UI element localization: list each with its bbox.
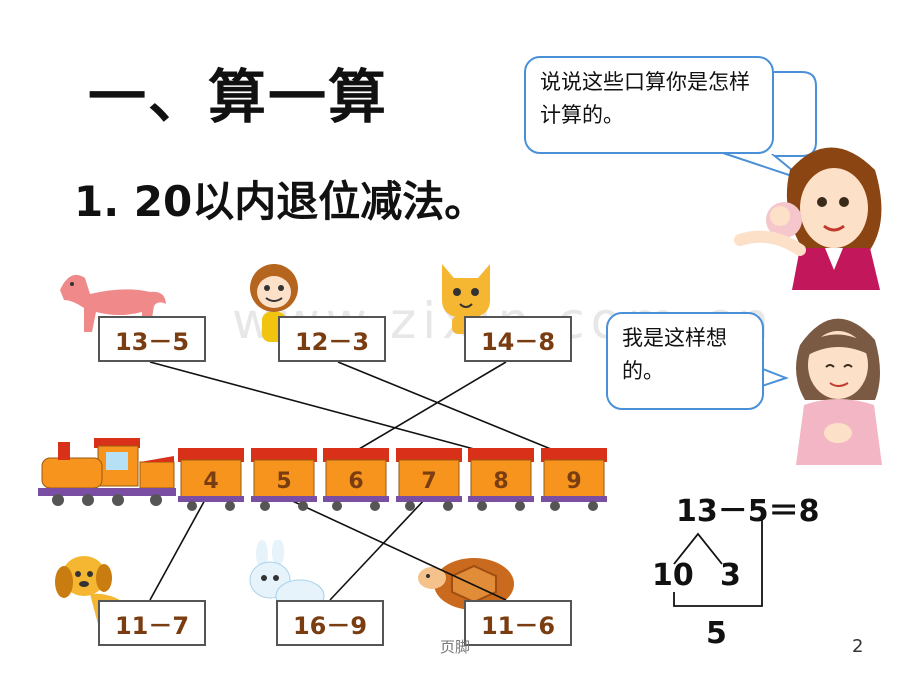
slide-subtitle: 1. 20以内退位减法。 (74, 177, 487, 226)
line-11-6-to-5 (285, 497, 507, 601)
teacher-illustration (734, 147, 882, 290)
speech-bubble-question: 说说这些口算你是怎样计算的。 (524, 56, 774, 154)
wagon-number: 8 (493, 469, 508, 494)
split-left-number: 10 (652, 558, 694, 593)
wagon-number: 6 (348, 469, 363, 494)
horse-icon (60, 274, 166, 332)
speech-bubble-answer: 我是这样想的。 (606, 312, 764, 410)
wagon-7: 7 (395, 448, 462, 511)
page-number: 2 (852, 636, 864, 657)
wagon-number: 4 (203, 469, 218, 494)
wagon-4: 4 (178, 448, 244, 511)
girl-illustration (796, 318, 882, 465)
turtle-icon (418, 558, 514, 610)
wagon-number: 5 (276, 469, 291, 494)
line-16-9-to-7 (329, 497, 427, 601)
expr-box-16-9: 16－9 (276, 600, 384, 646)
expr-box-13-5: 13－5 (98, 316, 206, 362)
expr-box-11-7: 11－7 (98, 600, 206, 646)
expr-box-12-3: 12－3 (278, 316, 386, 362)
split-right-number: 3 (720, 558, 741, 593)
line-12-3-to-9 (337, 361, 569, 457)
footer-text: 页脚 (440, 638, 471, 656)
line-11-7-to-4 (149, 497, 207, 601)
wagon-9: 9 (540, 448, 607, 511)
expr-box-11-6: 11－6 (464, 600, 572, 646)
wagon-8: 8 (468, 448, 534, 511)
wagon-number: 9 (566, 469, 581, 494)
decomposition-diagram (673, 520, 763, 607)
wagon-5: 5 (250, 448, 317, 511)
expr-box-14-8: 14－8 (464, 316, 572, 362)
locomotive-icon (38, 438, 176, 506)
line-13-5-to-8 (149, 361, 501, 457)
result-number: 5 (706, 616, 727, 651)
line-14-8-to-6 (353, 361, 507, 453)
slide-title: 一、算一算 (88, 63, 389, 131)
rabbit-icon (249, 540, 325, 613)
worked-equation: 13－5＝8 (676, 494, 820, 529)
wagon-6: 6 (323, 448, 389, 511)
wagon-number: 7 (421, 469, 436, 494)
